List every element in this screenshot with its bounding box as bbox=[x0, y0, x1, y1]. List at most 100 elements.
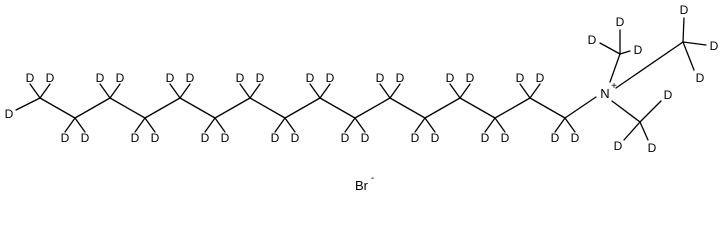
deuterium-label: D bbox=[131, 131, 140, 145]
deuterium-label: D bbox=[446, 71, 455, 85]
chain-bond bbox=[249, 97, 286, 119]
carbon-deuterium-bond bbox=[424, 117, 436, 133]
carbon-deuterium-bond bbox=[529, 83, 541, 99]
deuterium-label: D bbox=[411, 131, 420, 145]
carbon-deuterium-bond bbox=[204, 117, 216, 133]
carbon-deuterium-bond bbox=[519, 83, 531, 99]
carbon-deuterium-bond bbox=[639, 121, 649, 141]
chain-bond bbox=[494, 97, 531, 119]
deuterium-label: D bbox=[396, 71, 405, 85]
carbon-deuterium-bond bbox=[239, 83, 251, 99]
carbon-deuterium-bond bbox=[623, 121, 641, 141]
deuterium-label: D bbox=[5, 107, 14, 121]
chain-bond bbox=[39, 97, 76, 119]
deuterium-label: D bbox=[696, 71, 705, 85]
deuterium-label: D bbox=[236, 71, 245, 85]
chain-bond bbox=[144, 97, 181, 119]
deuterium-label: D bbox=[431, 131, 440, 145]
deuterium-label: D bbox=[376, 71, 385, 85]
carbon-deuterium-bond bbox=[414, 117, 426, 133]
deuterium-label: D bbox=[361, 131, 370, 145]
deuterium-label: D bbox=[571, 131, 580, 145]
chain-bond bbox=[319, 97, 356, 119]
deuterium-label: D bbox=[341, 131, 350, 145]
deuterium-label: D bbox=[306, 71, 315, 85]
deuterium-label: D bbox=[46, 71, 55, 85]
carbon-deuterium-bond bbox=[274, 117, 286, 133]
nitrogen-methyl-bond bbox=[615, 41, 684, 89]
carbon-deuterium-bond bbox=[389, 83, 401, 99]
chain-bond bbox=[109, 97, 146, 119]
carbon-deuterium-bond bbox=[109, 83, 121, 99]
deuterium-label: D bbox=[26, 71, 35, 85]
carbon-deuterium-bond bbox=[29, 83, 41, 99]
deuterium-label: D bbox=[648, 141, 657, 155]
chain-bond bbox=[284, 97, 321, 119]
carbon-deuterium-bond bbox=[15, 97, 41, 111]
carbon-deuterium-bond bbox=[459, 83, 471, 99]
carbon-deuterium-bond bbox=[284, 117, 296, 133]
carbon-deuterium-bond bbox=[134, 117, 146, 133]
nitrogen-methyl-bond bbox=[611, 100, 641, 123]
deuterium-label: D bbox=[326, 71, 335, 85]
counterion-label: Br bbox=[355, 178, 369, 193]
deuterium-label: D bbox=[221, 131, 230, 145]
carbon-deuterium-bond bbox=[449, 83, 461, 99]
carbon-deuterium-bond bbox=[214, 117, 226, 133]
chain-bond bbox=[424, 97, 461, 119]
deuterium-label: D bbox=[466, 71, 475, 85]
chain-bond bbox=[529, 97, 566, 119]
deuterium-label: D bbox=[116, 71, 125, 85]
deuterium-label: D bbox=[634, 43, 643, 57]
deuterium-label: D bbox=[616, 15, 625, 29]
deuterium-label: D bbox=[588, 33, 597, 47]
carbon-deuterium-bond bbox=[484, 117, 496, 133]
chain-bond bbox=[74, 97, 111, 119]
deuterium-label: D bbox=[96, 71, 105, 85]
deuterium-label: D bbox=[151, 131, 160, 145]
deuterium-label: D bbox=[501, 131, 510, 145]
deuterium-label: D bbox=[664, 88, 673, 102]
chain-bond bbox=[179, 97, 216, 119]
carbon-deuterium-bond bbox=[74, 117, 86, 133]
deuterium-label: D bbox=[481, 131, 490, 145]
carbon-deuterium-bond bbox=[179, 83, 191, 99]
chain-bond bbox=[214, 97, 251, 119]
carbon-deuterium-bond bbox=[619, 50, 631, 55]
nitrogen-charge-label: + bbox=[611, 81, 617, 92]
deuterium-label: D bbox=[291, 131, 300, 145]
deuterium-label: D bbox=[271, 131, 280, 145]
carbon-deuterium-bond bbox=[354, 117, 366, 133]
carbon-deuterium-bond bbox=[99, 83, 111, 99]
chain-bond bbox=[389, 97, 426, 119]
carbon-deuterium-bond bbox=[64, 117, 76, 133]
carbon-deuterium-bond bbox=[344, 117, 356, 133]
deuterium-label: D bbox=[81, 131, 90, 145]
carbon-deuterium-bond bbox=[39, 83, 51, 99]
deuterium-label: D bbox=[516, 71, 525, 85]
deuterium-label: D bbox=[536, 71, 545, 85]
carbon-deuterium-bond bbox=[682, 41, 695, 71]
nitrogen-atom-label: N bbox=[600, 86, 609, 101]
carbon-deuterium-bond bbox=[599, 42, 621, 55]
deuterium-label: D bbox=[201, 131, 210, 145]
nitrogen-methyl-bond bbox=[609, 53, 621, 83]
deuterium-label: D bbox=[166, 71, 175, 85]
carbon-deuterium-bond bbox=[249, 83, 261, 99]
carbon-deuterium-bond bbox=[564, 117, 576, 133]
carbon-deuterium-bond bbox=[494, 117, 506, 133]
deuterium-label: D bbox=[614, 139, 623, 153]
carbon-deuterium-bond bbox=[379, 83, 391, 99]
deuterium-label: D bbox=[61, 131, 70, 145]
bond-layer bbox=[15, 17, 707, 141]
carbon-deuterium-bond bbox=[144, 117, 156, 133]
deuterium-label: D bbox=[710, 39, 719, 53]
deuterium-label: D bbox=[680, 3, 689, 17]
carbon-nitrogen-bond bbox=[564, 96, 597, 119]
carbon-deuterium-bond bbox=[639, 100, 662, 123]
counterion-charge-label: - bbox=[371, 173, 374, 184]
carbon-deuterium-bond bbox=[682, 41, 707, 46]
carbon-deuterium-bond bbox=[169, 83, 181, 99]
